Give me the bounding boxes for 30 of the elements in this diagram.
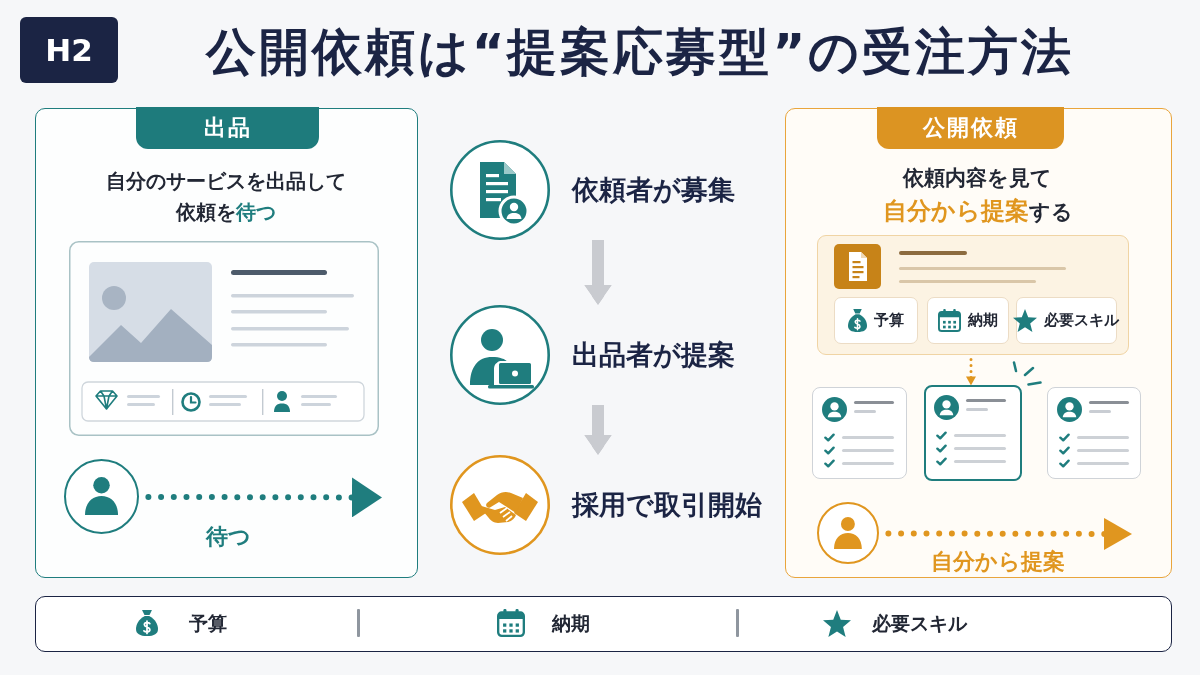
proposal-card <box>812 387 908 480</box>
tab-label: 公開依頼 <box>877 107 1065 150</box>
title: 公開依頼は“提案応募型”の受注方法 <box>205 23 1075 81</box>
proposal-card <box>1047 387 1142 480</box>
step-item <box>450 305 735 405</box>
panel-text: 自分のサービスを出品して依頼を待つ <box>105 168 347 226</box>
arrow <box>584 240 612 305</box>
bar-label: 必要スキル <box>872 612 967 635</box>
panel-box <box>35 108 418 578</box>
chip-label: 必要スキル <box>1044 312 1120 329</box>
tag-chip <box>833 296 918 344</box>
panel-box <box>785 108 1172 578</box>
step-label: 依頼者が募集 <box>572 174 735 206</box>
bar-label: 予算 <box>189 612 227 635</box>
heading-badge: H2 <box>20 17 118 83</box>
request-card <box>817 235 1130 356</box>
info-bar <box>35 596 1172 652</box>
tag-chip <box>1015 296 1117 344</box>
tag-chip <box>926 296 1009 344</box>
chip-label: 納期 <box>967 312 998 329</box>
chip-label: 予算 <box>873 312 904 329</box>
arrow <box>584 405 612 455</box>
step-item <box>450 140 735 240</box>
step-item <box>450 455 762 555</box>
step-label: 出品者が提案 <box>572 339 735 371</box>
bar-label: 納期 <box>552 612 590 635</box>
panel-text: 依頼内容を見て自分から提案する <box>882 165 1074 227</box>
step-label: 採用で取引開始 <box>572 489 762 521</box>
proposal-card <box>924 385 1023 482</box>
tab-label: 出品 <box>136 107 320 150</box>
